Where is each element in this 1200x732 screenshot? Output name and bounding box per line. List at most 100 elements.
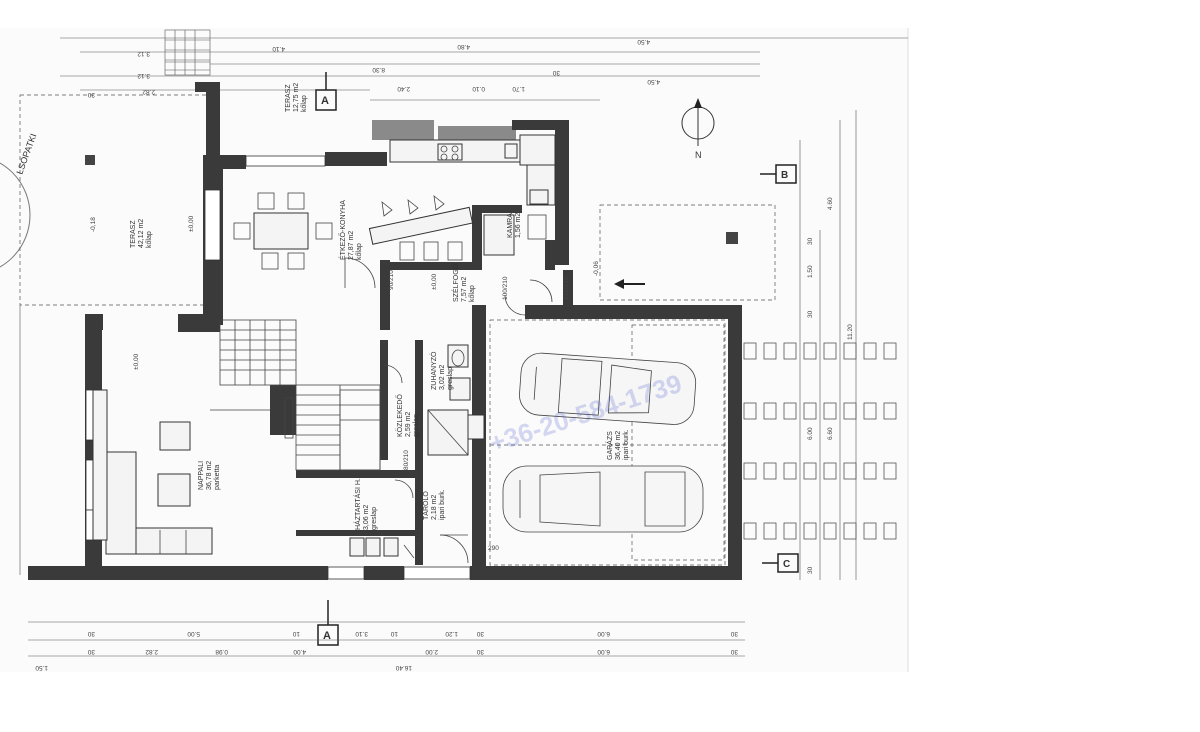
svg-text:210/210: 210/210 [563,276,570,300]
doors [344,257,553,564]
svg-text:SZÉLFOGÓ: SZÉLFOGÓ [451,263,460,302]
svg-text:11.20: 11.20 [847,324,854,340]
svg-text:kőlap: kőlap [356,243,363,260]
svg-text:±0,00: ±0,00 [431,273,438,290]
svg-text:A: A [323,630,331,642]
svg-text:N: N [695,150,702,160]
svg-text:TERASZ: TERASZ [130,220,137,248]
svg-text:greslap: greslap [371,507,378,530]
bottom-dimension-lines: 30 5.00 10 3.10 10 1.20 30 6.00 30 30 2.… [28,621,745,671]
svg-text:30: 30 [807,237,814,245]
paving-tiles [743,342,897,540]
svg-text:290: 290 [488,545,499,552]
svg-text:2,18 m2: 2,18 m2 [431,495,438,520]
svg-text:1.70: 1.70 [512,85,525,92]
svg-text:6.00: 6.00 [597,648,610,655]
svg-text:2.82: 2.82 [145,648,158,655]
svg-text:36,78 m2: 36,78 m2 [206,461,213,490]
svg-text:100/210: 100/210 [502,276,509,300]
svg-text:16.40: 16.40 [395,664,412,671]
svg-text:ipari burk.: ipari burk. [439,489,446,520]
svg-text:ipari burk.: ipari burk. [623,429,630,460]
svg-text:A: A [321,95,329,107]
svg-text:C: C [783,559,790,570]
svg-text:kőlap: kőlap [146,231,153,248]
svg-text:KAMRA: KAMRA [507,213,514,238]
svg-text:3,02 m2: 3,02 m2 [439,365,446,390]
svg-text:10: 10 [292,630,300,637]
svg-text:6.00: 6.00 [597,630,610,637]
svg-text:8.30: 8.30 [372,66,385,73]
utility-fixtures [349,537,415,559]
svg-text:4.00: 4.00 [293,648,306,655]
svg-text:greslap: greslap [447,367,454,390]
kitchen-fixtures [368,134,556,261]
svg-text:kőlap: kőlap [301,95,308,112]
svg-text:4.80: 4.80 [457,43,470,50]
svg-text:70/210: 70/210 [415,530,422,550]
svg-text:NAPPALI: NAPPALI [198,461,205,490]
svg-text:1.50: 1.50 [807,265,814,278]
svg-text:ZUHANYZÓ: ZUHANYZÓ [429,351,438,390]
svg-text:6.00: 6.00 [807,427,814,440]
section-marker-a-bottom: A [317,600,339,646]
svg-text:30: 30 [730,648,738,655]
svg-text:TÁROLÓ: TÁROLÓ [421,491,430,520]
section-marker-c: C [762,553,799,573]
svg-text:30: 30 [807,310,814,318]
svg-text:2.82: 2.82 [142,88,155,95]
entry-arrow-icon [614,279,645,289]
svg-text:HÁZTARTÁSI H.: HÁZTARTÁSI H. [353,478,362,530]
svg-text:4.60: 4.60 [827,197,834,210]
svg-text:12,75 m2: 12,75 m2 [293,83,300,112]
bathroom-fixtures [427,344,485,456]
svg-text:1.20: 1.20 [445,630,458,637]
svg-text:KÖZLEKEDŐ: KÖZLEKEDŐ [395,394,404,437]
dining-set [233,192,333,270]
svg-text:30: 30 [87,630,95,637]
svg-text:GARÁZS: GARÁZS [605,431,614,460]
svg-text:10: 10 [390,630,398,637]
svg-text:4.50: 4.50 [637,38,650,45]
svg-text:30: 30 [807,566,814,574]
svg-text:27,87 m2: 27,87 m2 [348,231,355,260]
svg-text:TERASZ: TERASZ [285,84,292,112]
svg-text:greslap: greslap [413,414,420,437]
car-top [519,352,697,425]
level-marks: -0,18 ±0,00 ±0,00 -0,06 ±0,00 [90,215,600,370]
svg-text:1,56 m2: 1,56 m2 [515,213,522,238]
svg-text:42,12 m2: 42,12 m2 [138,219,145,248]
svg-text:30: 30 [730,630,738,637]
svg-text:-0,06: -0,06 [593,261,600,276]
room-labels: TERASZ 12,75 m2 kőlap TERASZ 42,12 m2 kő… [130,83,630,530]
svg-text:30: 30 [87,648,95,655]
svg-text:4.10: 4.10 [272,45,285,52]
svg-text:ÉTKEZŐ-KONYHA: ÉTKEZŐ-KONYHA [338,200,347,260]
garage [489,319,726,566]
svg-text:-0,18: -0,18 [90,217,97,232]
staircase [210,319,381,471]
svg-text:0.98: 0.98 [215,648,228,655]
svg-text:36,40 m2: 36,40 m2 [615,431,622,460]
svg-text:kőlap: kőlap [469,285,476,302]
section-marker-a-top: A [315,72,337,111]
svg-text:3.12: 3.12 [137,72,150,79]
opening-marks: 90/210 100/210 210/210 80/210 70/210 290 [388,270,570,552]
svg-text:3.12: 3.12 [137,50,150,57]
svg-text:5.00: 5.00 [187,630,200,637]
svg-text:30: 30 [476,630,484,637]
svg-text:3,06 m2: 3,06 m2 [363,505,370,530]
svg-text:3.10: 3.10 [355,630,368,637]
top-dimension-lines: 4.50 4.80 4.10 3.12 3.12 2.82 30 2.40 0.… [60,37,908,101]
svg-text:90/210: 90/210 [388,270,395,290]
svg-text:80/210: 80/210 [403,450,410,470]
living-furniture [92,389,294,555]
svg-text:30: 30 [552,69,560,76]
svg-text:2.00: 2.00 [425,648,438,655]
car-bottom [502,465,704,533]
svg-text:6.60: 6.60 [827,427,834,440]
svg-text:2,59 m2: 2,59 m2 [405,412,412,437]
svg-text:7,57 m2: 7,57 m2 [461,277,468,302]
